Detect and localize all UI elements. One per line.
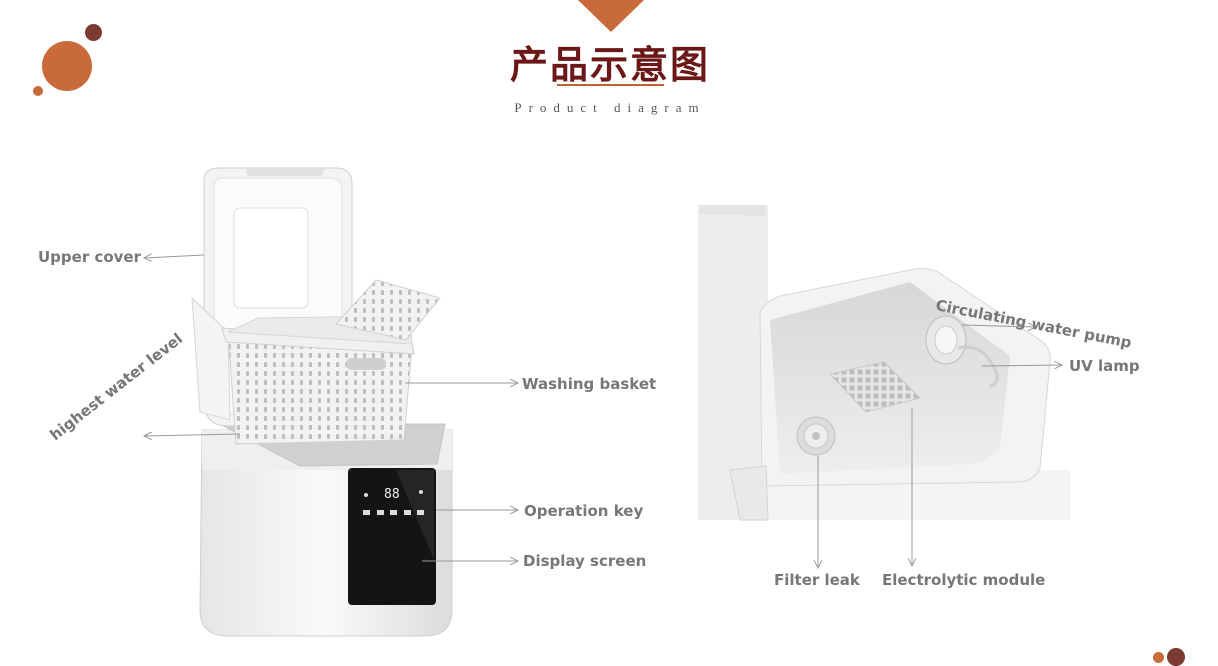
decor-dot-corner-brown bbox=[1167, 648, 1185, 666]
left-machine: 88 bbox=[191, 167, 453, 637]
label-washing-basket: Washing basket bbox=[522, 375, 657, 393]
label-uv-lamp: UV lamp bbox=[1069, 357, 1140, 375]
decor-dot-small-bottom bbox=[33, 86, 43, 96]
leader-lines bbox=[144, 255, 1062, 568]
label-operation-key: Operation key bbox=[524, 502, 644, 520]
label-electrolytic-module: Electrolytic module bbox=[882, 571, 1046, 589]
label-display-screen: Display screen bbox=[523, 552, 647, 570]
decor-dot-small-top bbox=[85, 24, 102, 41]
label-filter-leak: Filter leak bbox=[774, 571, 860, 589]
right-machine bbox=[698, 205, 1070, 521]
decor-dot-large bbox=[42, 41, 92, 91]
page-title: 产品示意图 bbox=[509, 43, 710, 87]
page-subtitle: Product diagram bbox=[514, 100, 706, 115]
display-readout: 88 bbox=[384, 487, 400, 502]
label-upper-cover: Upper cover bbox=[38, 248, 141, 266]
title-underline bbox=[557, 84, 664, 86]
header-triangle bbox=[578, 0, 644, 32]
decor-dot-corner-orange bbox=[1153, 652, 1164, 663]
